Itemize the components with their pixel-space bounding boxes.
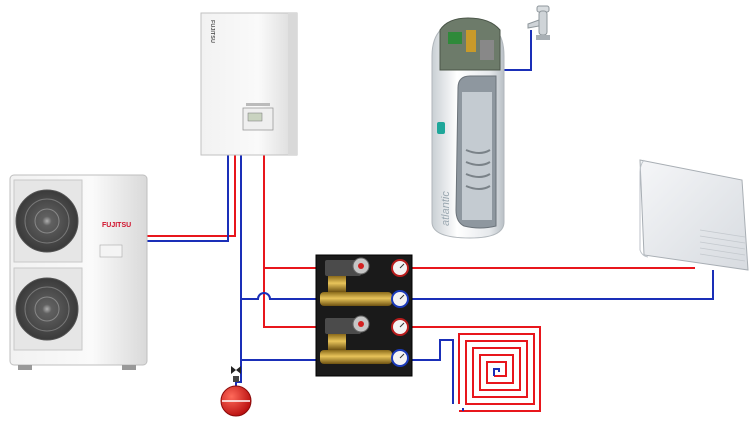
pump-circuit-radiator: [320, 257, 409, 308]
indoor-unit-brand: FUJITSU: [209, 20, 215, 43]
refrigerant-line-blue: [147, 155, 229, 242]
indoor-hydro-unit: FUJITSU: [200, 12, 298, 156]
underfloor-heating-coil: [458, 333, 535, 411]
expansion-vessel: [220, 366, 252, 417]
floor-flow-pipe: [412, 326, 541, 412]
vessel-pipe: [235, 360, 242, 387]
heat-exchanger-coil: [465, 149, 491, 190]
valve-icon: [231, 366, 241, 374]
refrigerant-line-red: [147, 155, 236, 237]
water-heater-brand: atlantic: [440, 191, 452, 226]
flow-pipe-branch: [263, 268, 318, 328]
pump-mixing-station: [315, 254, 413, 377]
status-indicator: [437, 122, 445, 134]
pump-circuit-floor: [320, 315, 409, 367]
radiator-return-pipe: [412, 270, 714, 300]
faucet-icon: [527, 5, 550, 40]
heat-pump-water-heater: atlantic: [431, 17, 505, 239]
return-pipe-main: [240, 155, 318, 361]
floor-return-pipe: [412, 339, 454, 404]
outdoor-heat-pump-unit: FUJITSU: [9, 174, 148, 370]
radiator-heater: [639, 159, 749, 271]
flow-pipe-main: [263, 155, 318, 269]
outdoor-unit-brand: FUJITSU: [102, 222, 131, 229]
return-pipe-hop: [241, 292, 318, 300]
tap-pipe: [493, 30, 532, 71]
